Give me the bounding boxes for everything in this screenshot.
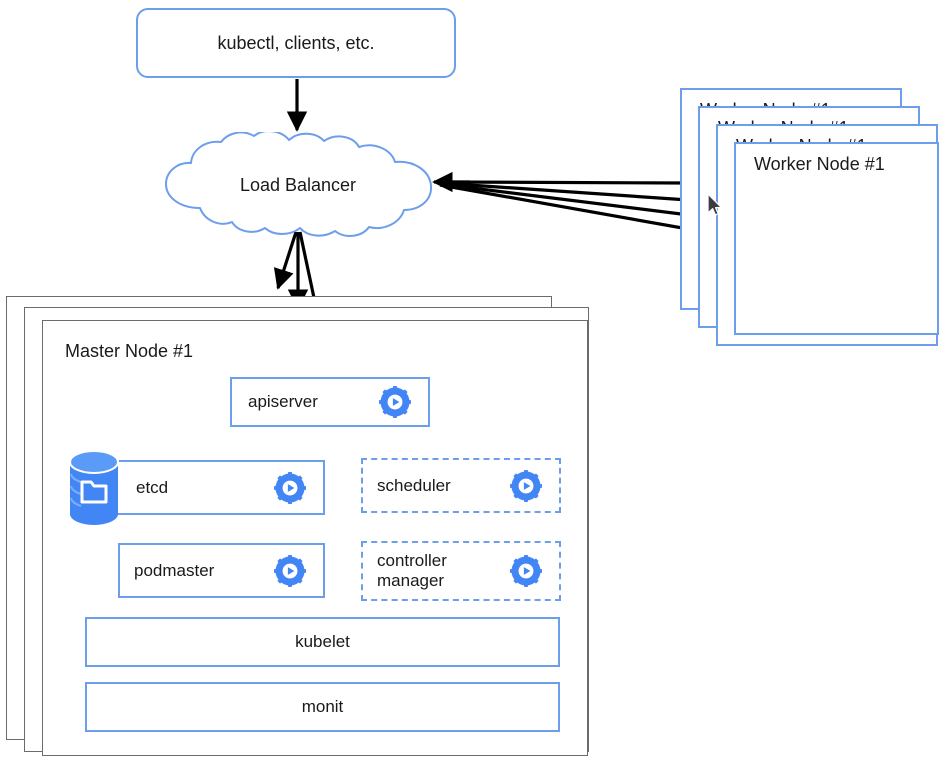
gear-play-icon xyxy=(378,385,412,419)
worker-node-card-1[interactable]: Worker Node #1 xyxy=(734,142,939,335)
load-balancer-label: Load Balancer xyxy=(239,174,357,195)
kubelet-box[interactable]: kubelet xyxy=(85,617,560,667)
monit-label: monit xyxy=(301,697,344,717)
etcd-box[interactable]: etcd xyxy=(110,460,325,515)
gear-play-icon xyxy=(273,554,307,588)
scheduler-box[interactable]: scheduler xyxy=(361,458,561,513)
gear-play-icon xyxy=(509,554,543,588)
gear-play-icon xyxy=(509,469,543,503)
scheduler-label: scheduler xyxy=(377,475,451,495)
load-balancer-cloud[interactable]: Load Balancer xyxy=(148,132,448,238)
controller-manager-box[interactable]: controller manager xyxy=(361,541,561,601)
etcd-label: etcd xyxy=(136,477,169,497)
master-node-label-1: Master Node #1 xyxy=(65,341,194,361)
monit-box[interactable]: monit xyxy=(85,682,560,732)
worker-node-label-1: Worker Node #1 xyxy=(754,154,885,174)
apiserver-box[interactable]: apiserver xyxy=(230,377,430,427)
podmaster-label: podmaster xyxy=(134,560,215,580)
database-folder-icon xyxy=(68,450,120,526)
controller-manager-label: controller manager xyxy=(377,551,447,590)
gear-play-icon xyxy=(273,471,307,505)
apiserver-label: apiserver xyxy=(248,392,318,412)
podmaster-box[interactable]: podmaster xyxy=(118,543,325,598)
clients-box[interactable]: kubectl, clients, etc. xyxy=(136,8,456,78)
kubelet-label: kubelet xyxy=(295,632,350,652)
clients-label: kubectl, clients, etc. xyxy=(217,32,375,53)
